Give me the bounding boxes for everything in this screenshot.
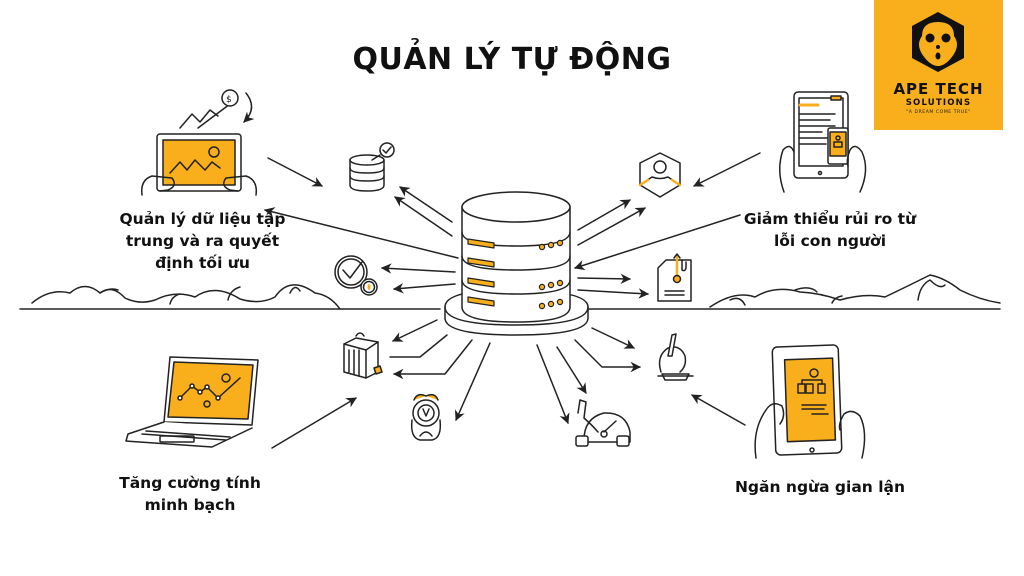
alarm-clock-icon: [410, 393, 442, 441]
hill-detail: [99, 288, 119, 294]
label-line: trung và ra quyết: [125, 232, 280, 250]
tablet-document-phone-icon: [779, 91, 867, 193]
dollar-sign-icon: $: [226, 95, 232, 105]
page-title: QUẢN LÝ TỰ ĐỘNG: [352, 42, 672, 77]
label-line: Tăng cường tính: [119, 474, 261, 492]
hill-detail: [917, 279, 946, 301]
label-line: lỗi con người: [773, 232, 887, 250]
hills-right: [709, 274, 1001, 308]
feature-label-fraud-prevention: Ngăn ngừa gian lận: [715, 476, 925, 498]
label-line: định tối ưu: [155, 254, 250, 272]
server-slot: [467, 277, 495, 288]
hill-detail: [227, 286, 241, 301]
microscope-icon: [657, 333, 694, 381]
server-slot: [467, 238, 495, 249]
ape-tech-logo: APE TECH SOLUTIONS "A DREAM COME TRUE": [874, 0, 1003, 130]
label-line: Giảm thiểu rủi ro từ: [743, 210, 917, 228]
document-key-icon: [657, 253, 692, 302]
hills-left: [31, 284, 341, 310]
database-check-icon: [349, 142, 395, 192]
hill-detail: [729, 297, 746, 306]
database-server-icon: [444, 191, 589, 336]
label-line: minh bạch: [144, 496, 236, 514]
server-slot: [467, 257, 495, 268]
tablet-growth-chart-icon: [140, 89, 258, 196]
label-line: Quản lý dữ liệu tập: [119, 210, 286, 228]
hill-detail: [794, 287, 818, 293]
monkey-face-hexagon-icon: [912, 12, 964, 72]
feature-label-reduce-human-error: Giảm thiểu rủi ro từ lỗi con người: [730, 208, 930, 252]
clock-check-icon: [334, 255, 378, 296]
logo-brand: APE TECH: [893, 80, 984, 98]
hill-detail: [831, 295, 843, 304]
laptop-chart-icon: [125, 356, 259, 448]
hill-detail: [289, 286, 301, 294]
gauge-robot-icon: [575, 399, 631, 447]
user-hexagon-icon: [638, 152, 682, 198]
logo-tagline: "A DREAM COME TRUE": [906, 110, 971, 115]
server-slot: [467, 296, 495, 307]
hill-detail: [169, 293, 181, 305]
connector-arrows: [263, 152, 761, 449]
label-line: Ngăn ngừa gian lận: [734, 478, 906, 496]
logo-subtitle: SOLUTIONS: [905, 98, 972, 108]
feature-label-centralized-data: Quản lý dữ liệu tập trung và ra quyết đị…: [100, 208, 305, 274]
tablet-flowchart-icon: [754, 344, 866, 459]
feature-label-transparency: Tăng cường tính minh bạch: [100, 472, 280, 516]
cube-gear-icon: [343, 332, 383, 379]
